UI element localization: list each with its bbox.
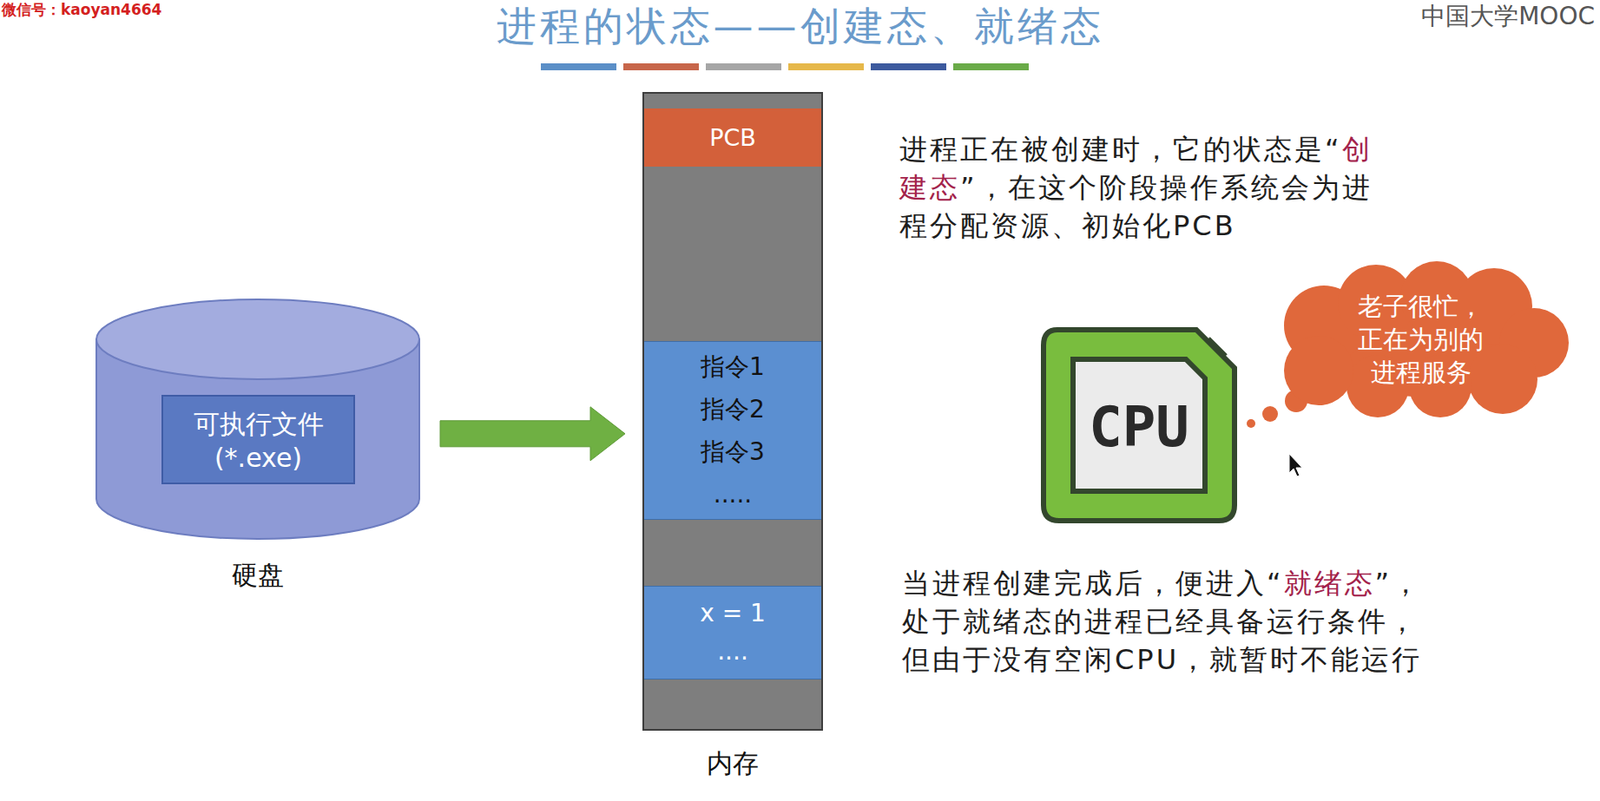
- node-text: 可执行文件 (*.exe): [171, 407, 345, 474]
- pcb-block: PCB: [644, 108, 822, 167]
- node-heading: 内存: [706, 746, 759, 783]
- memory-column: 内存PCB指令1指令2指令3.....x = 1....: [642, 92, 824, 731]
- state-term: 就绪态: [1283, 566, 1376, 600]
- node-body: CPU: [1073, 362, 1205, 492]
- node-body: PCB: [644, 108, 822, 167]
- load-arrow: [440, 407, 626, 461]
- data-block: x = 1....: [644, 586, 822, 680]
- disk-cylinder: 硬盘可执行文件 (*.exe): [94, 297, 422, 541]
- title-color-bars: [540, 63, 1029, 71]
- description-paragraph: 进程正在被创建时，它的状态是“创建态”，在这个阶段操作系统会为进程分配资源、初始…: [899, 130, 1396, 245]
- node-text: .....: [713, 473, 753, 516]
- thought-cloud: 老子很忙，正在为别的进程服务: [1270, 263, 1572, 416]
- node-text: PCB: [709, 124, 757, 152]
- mouse-cursor: [1289, 454, 1303, 477]
- node-body: 可执行文件 (*.exe): [163, 396, 354, 483]
- cpu-icon: CPU: [1038, 324, 1240, 527]
- node-text: CPU: [1088, 395, 1190, 460]
- instruction-block: 指令1指令2指令3.....: [644, 341, 822, 521]
- watermark: 微信号：kaoyan4664: [1, 0, 162, 20]
- node-heading: 硬盘: [231, 558, 284, 594]
- node-text: x = 1: [699, 594, 766, 633]
- node-text: 老子很忙，正在为别的进程服务: [1355, 289, 1488, 389]
- node-text: ....: [717, 632, 749, 672]
- description-paragraph: 当进程创建完成后，便进入“就绪态”，处于就绪态的进程已经具备运行条件，但由于没有…: [902, 564, 1430, 679]
- paragraph-text: ”，在这个阶段操作系统会为进程分配资源、初始化PCB: [899, 171, 1373, 243]
- node-text: 指令2: [700, 388, 765, 431]
- paragraph-text: 进程正在被创建时，它的状态是“: [899, 132, 1343, 166]
- node-text: 指令1: [700, 345, 765, 389]
- slide-title: 进程的状态——创建态、就绪态: [0, 1, 1600, 51]
- file-box: 可执行文件 (*.exe): [161, 395, 356, 485]
- node-body: x = 1....: [644, 586, 822, 679]
- node-body: 老子很忙，正在为别的进程服务: [1270, 263, 1572, 416]
- node-body: 指令1指令2指令3.....: [644, 342, 822, 520]
- node-text: 指令3: [700, 430, 765, 474]
- platform-logo: 中国大学MOOC: [1421, 0, 1595, 33]
- paragraph-text: 当进程创建完成后，便进入“: [902, 566, 1284, 600]
